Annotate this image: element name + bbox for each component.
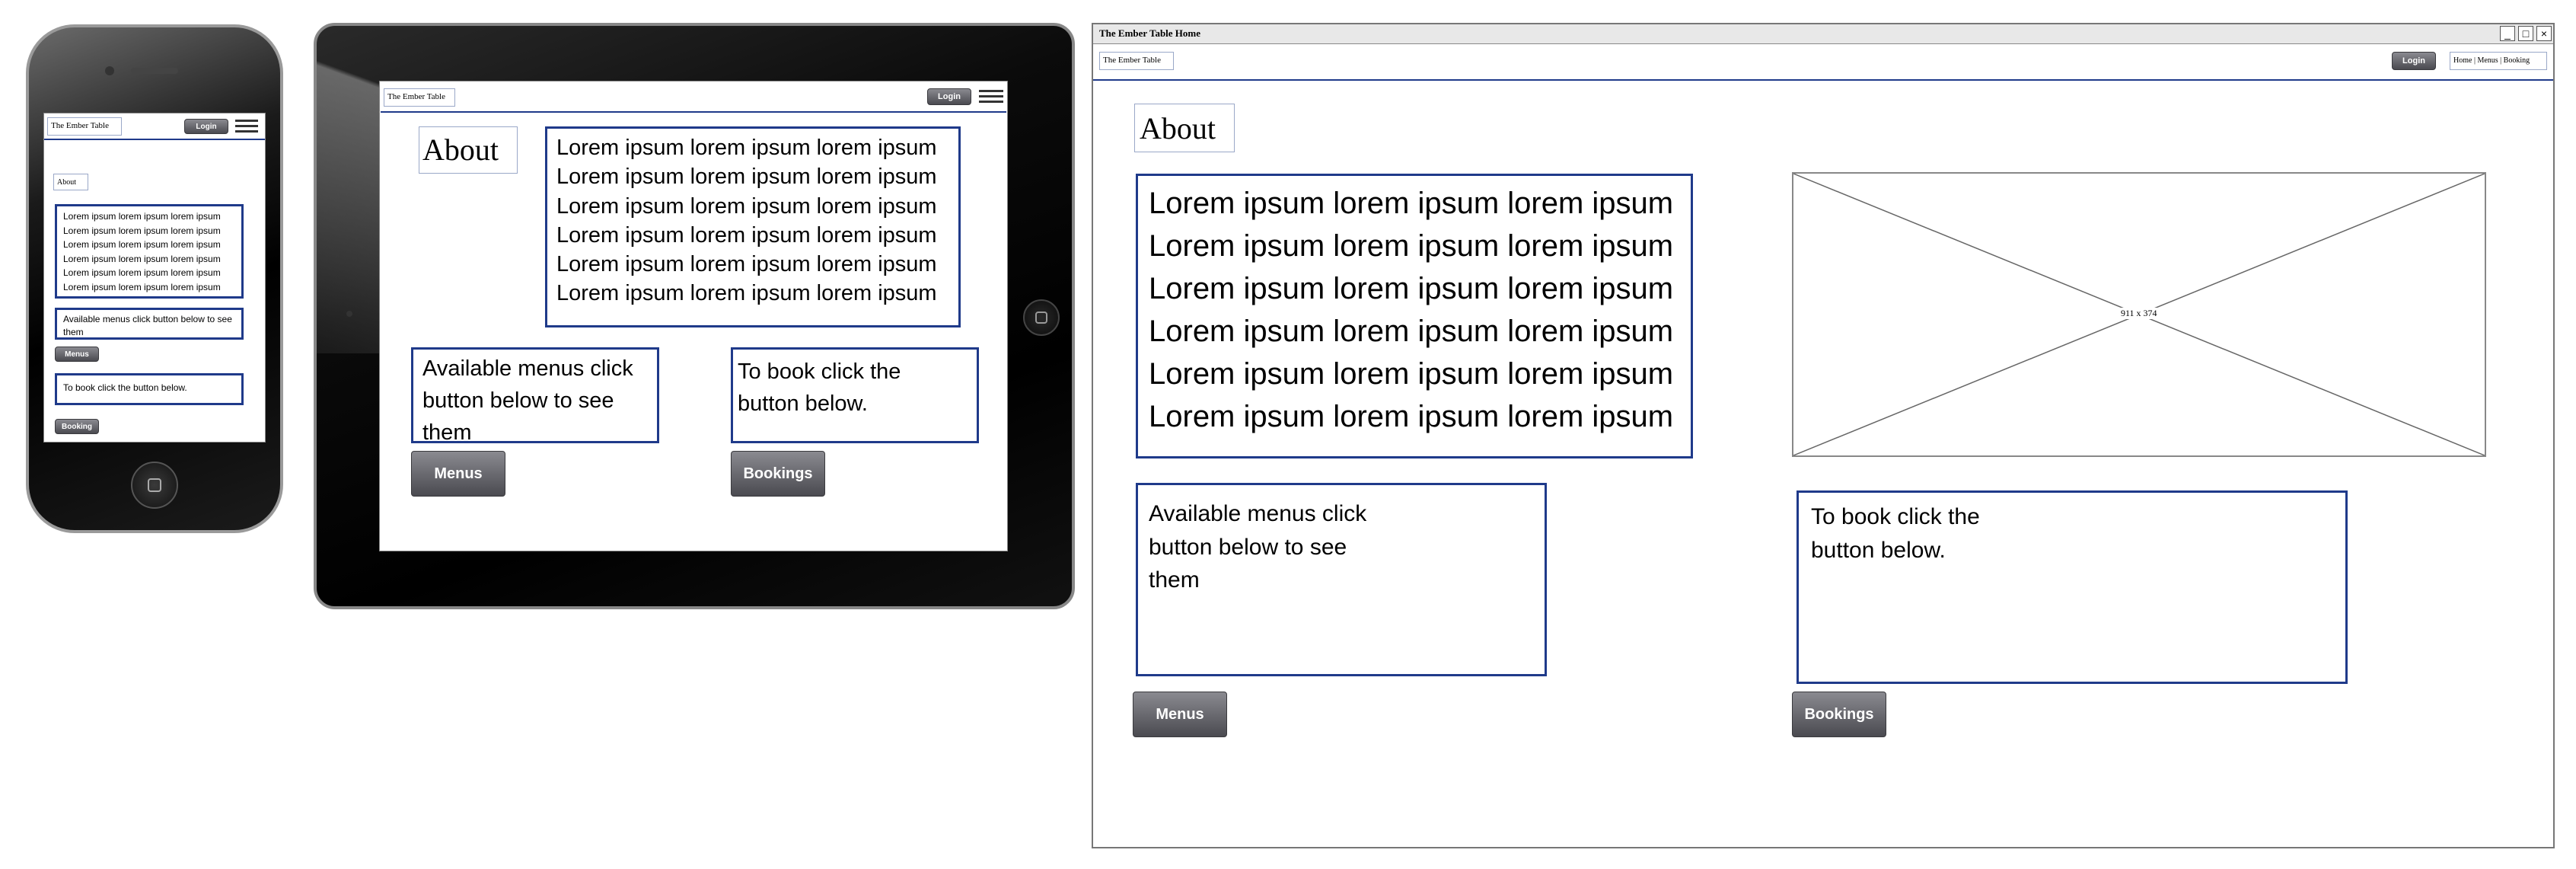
phone-booking-button[interactable]: Booking [55, 419, 99, 434]
desktop-bookings-button[interactable]: Bookings [1792, 692, 1886, 737]
tablet-camera-icon [346, 311, 352, 317]
desktop-menus-text-box: Available menus click button below to se… [1136, 483, 1547, 676]
tablet-bookings-button[interactable]: Bookings [731, 451, 825, 497]
phone-lorem-paragraph: Lorem ipsum lorem ipsum lorem ipsum Lore… [55, 204, 244, 299]
image-placeholder-label: 911 x 374 [2119, 308, 2159, 319]
tablet-home-button-icon [1023, 299, 1060, 336]
tablet-menus-text-box: Available menus click button below to se… [411, 347, 659, 445]
desktop-menus-button[interactable]: Menus [1133, 692, 1227, 737]
phone-hamburger-menu-icon[interactable] [235, 117, 258, 135]
phone-login-button[interactable]: Login [184, 119, 228, 134]
desktop-site-logo[interactable]: The Ember Table [1099, 52, 1174, 70]
tablet-lorem-paragraph: Lorem ipsum lorem ipsum lorem ipsum Lore… [545, 126, 961, 327]
desktop-about-heading: About [1134, 104, 1235, 152]
tablet-booking-text-box: To book click the button below. [731, 347, 979, 443]
phone-menus-button[interactable]: Menus [55, 347, 99, 362]
phone-site-logo[interactable]: The Ember Table [47, 117, 122, 136]
phone-speaker [131, 68, 178, 74]
phone-menus-text-box: Available menus click button below to se… [55, 308, 244, 340]
minimize-icon[interactable]: _ [2500, 26, 2515, 41]
close-icon[interactable]: × [2536, 26, 2552, 41]
desktop-lorem-paragraph: Lorem ipsum lorem ipsum lorem ipsum Lore… [1136, 174, 1693, 458]
phone-home-button-icon [131, 462, 178, 509]
desktop-login-button[interactable]: Login [2392, 52, 2436, 70]
window-titlebar [1093, 24, 2553, 44]
tablet-login-button[interactable]: Login [927, 88, 971, 105]
phone-about-heading: About [53, 174, 88, 190]
tablet-header-rule [381, 111, 1006, 113]
tablet-about-heading: About [419, 126, 518, 174]
tablet-site-logo[interactable]: The Ember Table [384, 88, 455, 107]
desktop-header-rule [1093, 79, 2553, 81]
desktop-booking-text-box: To book click the button below. [1797, 490, 2348, 684]
phone-camera-icon [105, 66, 114, 75]
tablet-menus-button[interactable]: Menus [411, 451, 505, 497]
phone-header-rule [44, 139, 265, 140]
window-title: The Ember Table Home [1099, 27, 1201, 39]
phone-booking-text-box: To book click the button below. [55, 373, 244, 405]
desktop-nav-links[interactable]: Home | Menus | Booking [2450, 52, 2547, 70]
maximize-icon[interactable]: □ [2518, 26, 2533, 41]
tablet-hamburger-menu-icon[interactable] [979, 87, 1003, 107]
image-placeholder: 911 x 374 [1792, 172, 2486, 457]
